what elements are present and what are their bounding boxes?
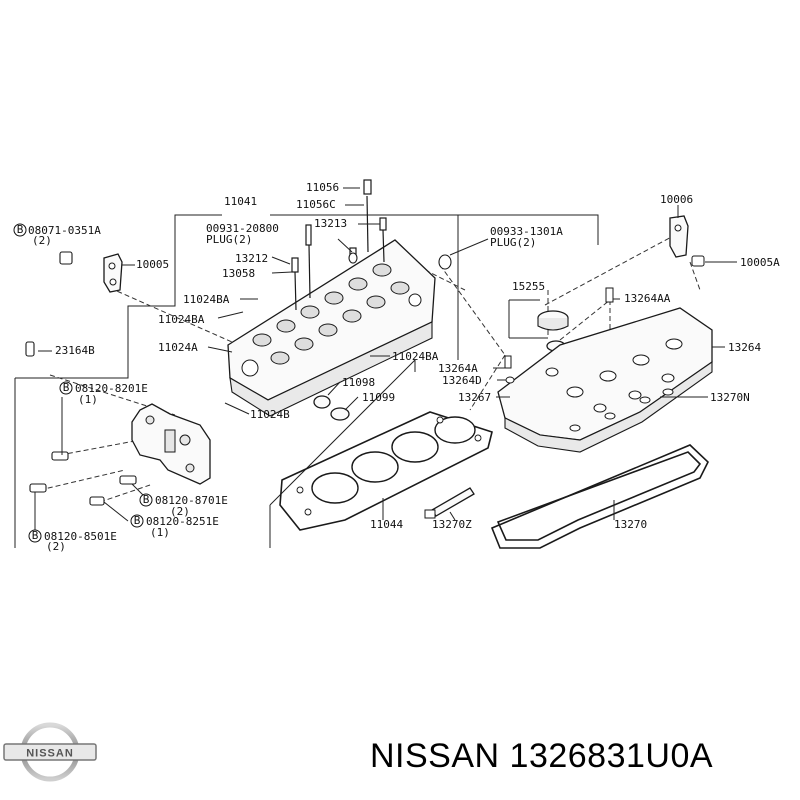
label-08120-8201-qty: (1) [78,393,98,406]
label-00931: 00931-20800 [206,222,279,235]
label-08120-8501: 08120-8501E [44,530,117,543]
label-11098: 11098 [342,376,375,389]
label-11024b: 11024B [250,408,290,421]
circled-b-markers [13,223,153,543]
label-13213: 13213 [314,217,347,230]
circled-b-8201 [59,381,73,395]
bracket-10005 [103,253,123,293]
circled-b-text: B [143,493,150,506]
bracket-10006 [669,215,705,267]
label-08120-8251-qty: (1) [150,526,170,539]
label-13264: 13264 [728,341,761,354]
label-08120-8501-qty: (2) [46,540,66,553]
circled-b-text: B [17,223,24,236]
label-08120-8701: 08120-8701E [155,494,228,507]
circled-b-8501 [28,529,42,543]
part-number-caption: NISSAN 1326831U0A [370,737,714,775]
label-08120-8251: 08120-8251E [146,515,219,528]
label-08071: 08071-0351A [28,224,101,237]
circled-b-text: B [134,514,141,527]
label-00931-plug: PLUG(2) [206,233,252,246]
label-11056: 11056 [306,181,339,194]
label-11044: 11044 [370,518,403,531]
nissan-logo-text: NISSAN [26,748,74,760]
seals [313,395,350,421]
frame-lines [14,214,599,548]
rocker-cover [497,287,713,453]
label-23164b: 23164B [55,344,95,357]
circled-b-8701 [139,493,153,507]
circled-b-08071 [13,223,27,237]
label-11024a: 11024A [158,341,198,354]
label-13270z: 13270Z [432,518,472,531]
part-labels: 11056 11056C 11041 13213 00931-20800 PLU… [28,181,780,553]
label-11024ba-1: 11024BA [183,293,230,306]
head-gasket [279,411,493,531]
label-15255: 15255 [512,280,545,293]
label-10005: 10005 [136,258,169,271]
circled-b-8251 [130,514,144,528]
label-11024ba-3: 11024BA [392,350,439,363]
rocker-cover-gasket [490,444,709,549]
label-00933: 00933-1301A [490,225,563,238]
label-08071-qty: (2) [32,234,52,247]
label-13058: 13058 [222,267,255,280]
label-13264d: 13264D [442,374,482,387]
label-11041: 11041 [224,195,257,208]
label-10006: 10006 [660,193,693,206]
label-08120-8201: 08120-8201E [75,382,148,395]
sealant-tube [424,487,475,519]
leader-lines [34,187,737,535]
label-08120-8701-qty: (2) [170,505,190,518]
label-13270: 13270 [614,518,647,531]
timing-bracket [25,251,211,506]
circled-b-text: B [63,381,70,394]
label-13264aa: 13264AA [624,292,671,305]
label-13267: 13267 [458,391,491,404]
circled-b-text: B [32,529,39,542]
alignment-lines [39,234,701,503]
label-13264a: 13264A [438,362,478,375]
label-11099: 11099 [362,391,395,404]
nissan-logo: NISSAN [3,722,97,782]
label-13270n: 13270N [710,391,750,404]
cylinder-head [227,179,452,417]
label-10005a: 10005A [740,256,780,269]
label-00933-plug: PLUG(2) [490,236,536,249]
label-13212: 13212 [235,252,268,265]
label-11024ba-2: 11024BA [158,313,205,326]
label-11056c: 11056C [296,198,336,211]
